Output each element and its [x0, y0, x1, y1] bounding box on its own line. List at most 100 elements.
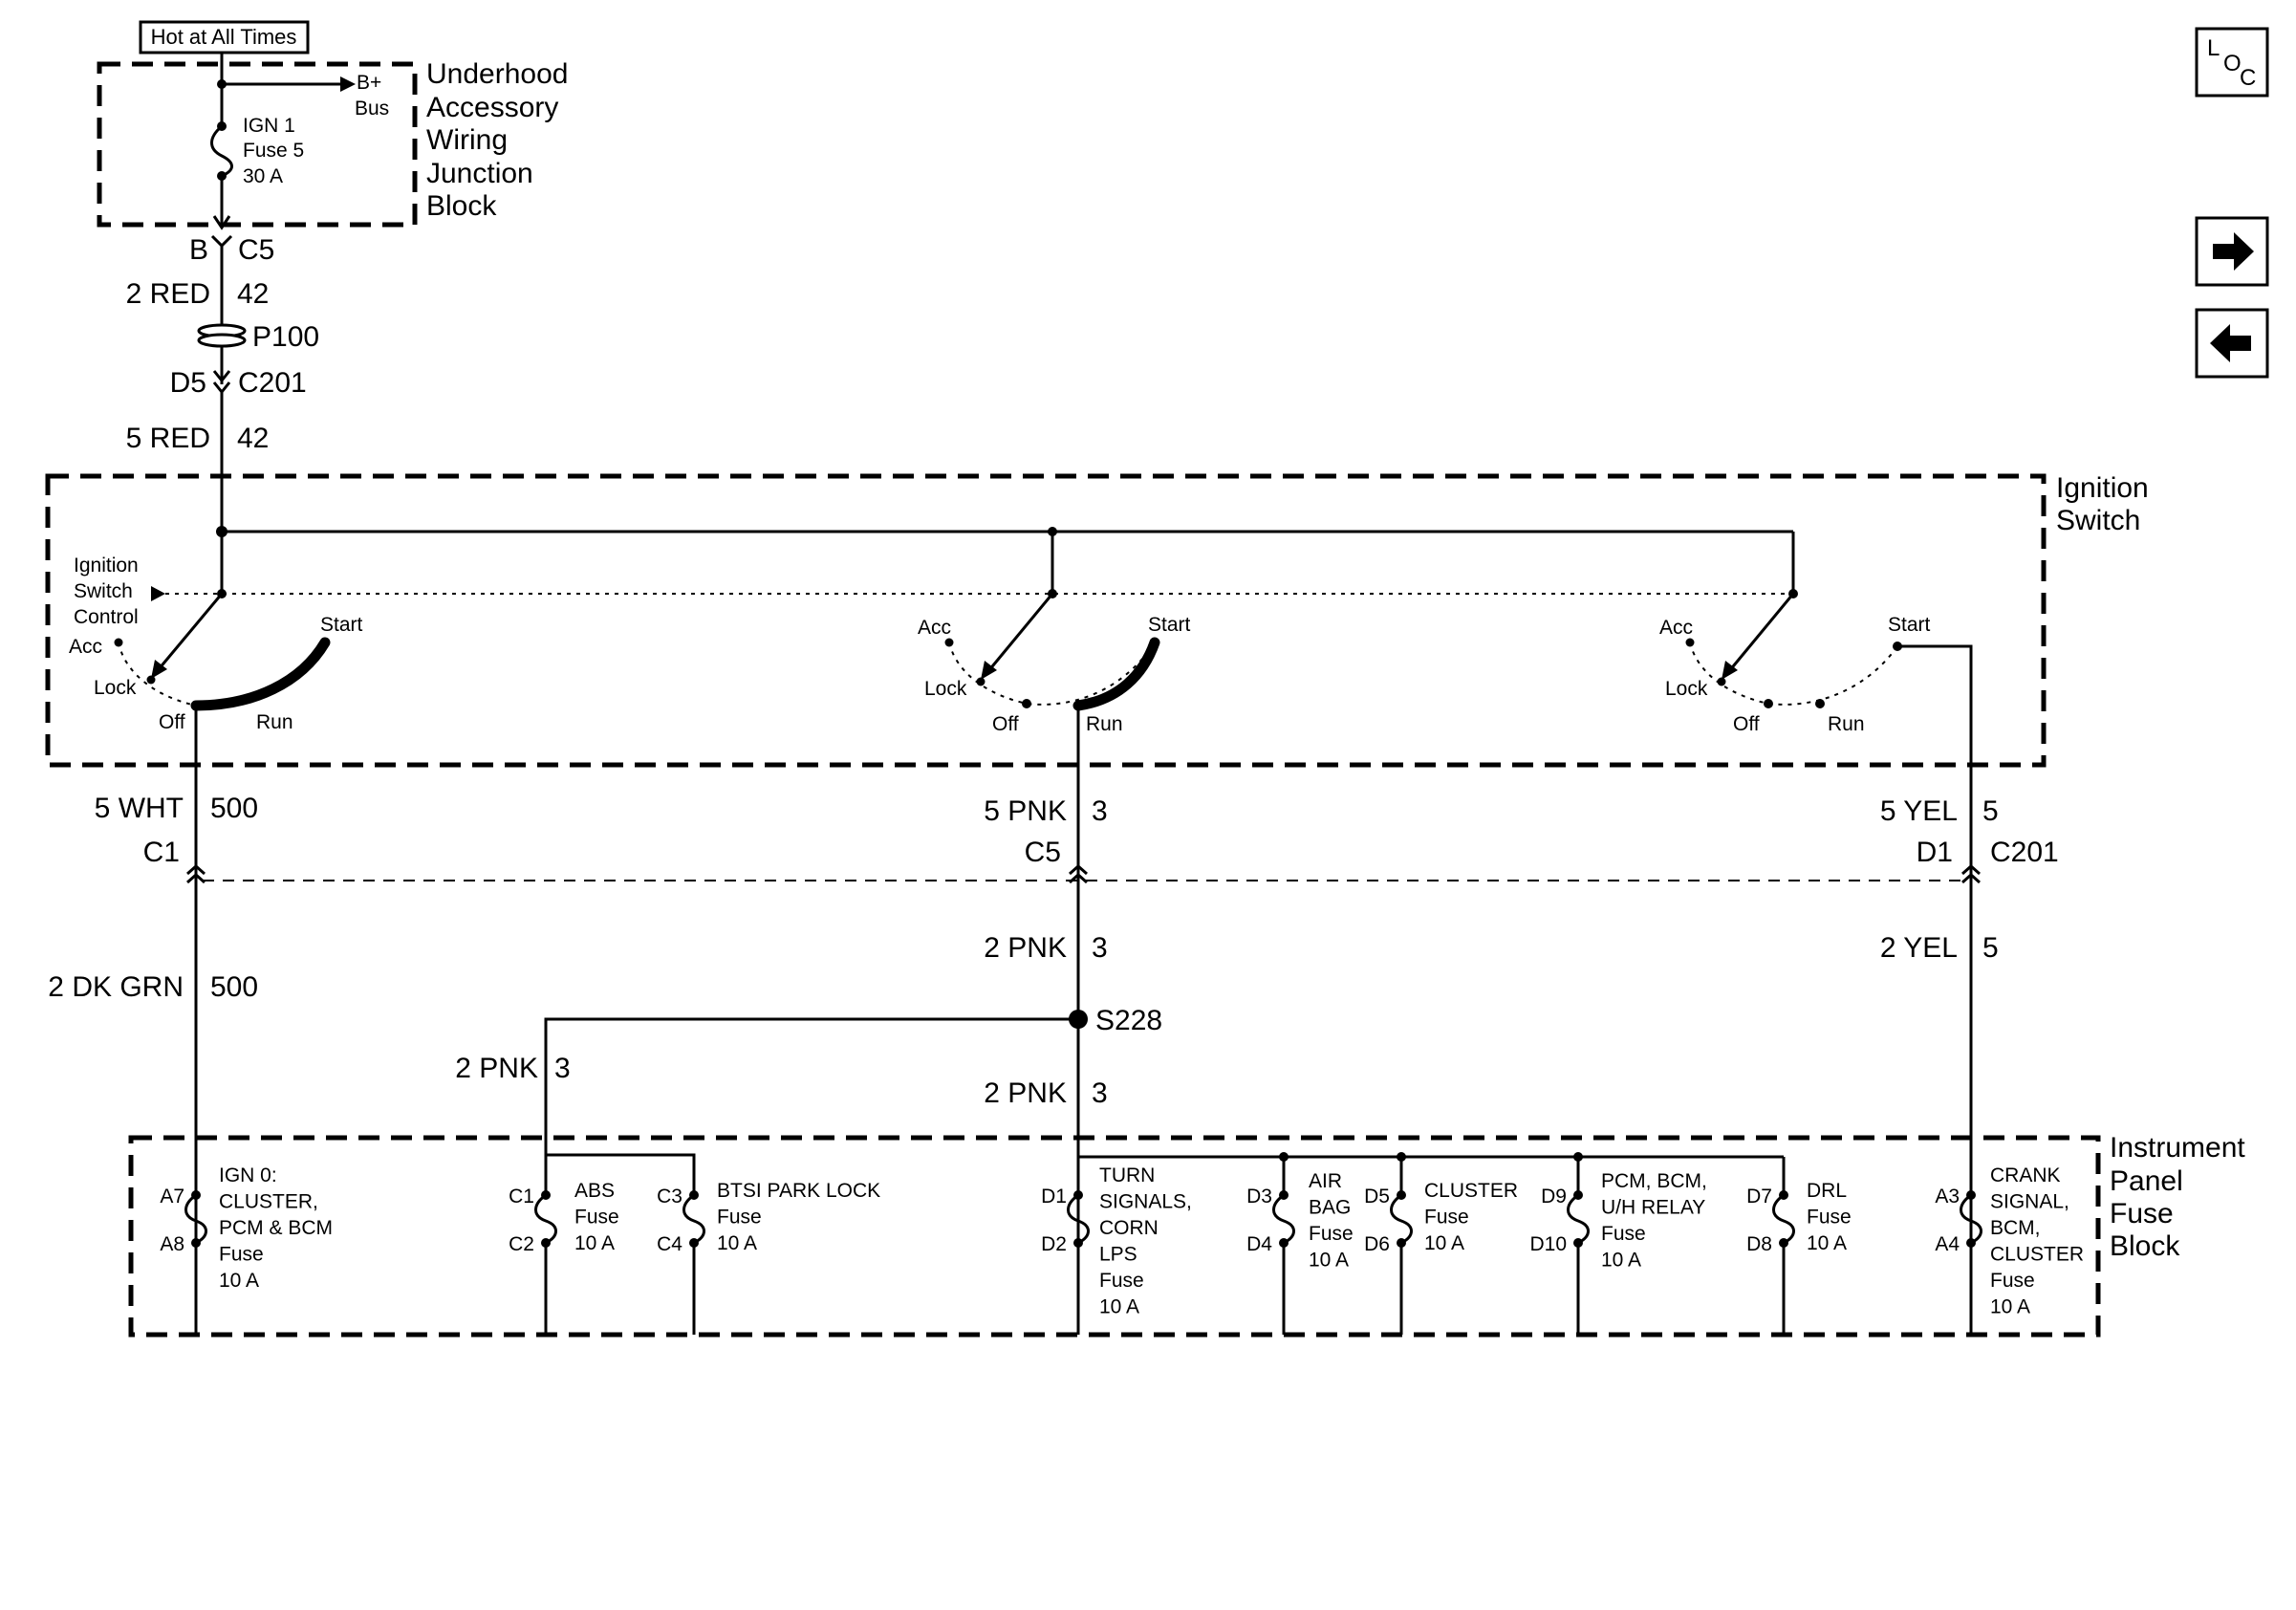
hot-at-all-times-box	[139, 20, 310, 54]
switch1-run-start-contact	[190, 637, 331, 711]
branch-2pnk-circuit: 3	[554, 1053, 571, 1084]
location-button[interactable]: L O C	[2195, 27, 2269, 98]
fuse-pin-top-label: D1	[1041, 1186, 1067, 1208]
wire-5pnk-circuit: 3	[1092, 795, 1108, 827]
fuse-block-title-4: Block	[2110, 1230, 2180, 1262]
connector-c201-symbol-a	[212, 370, 231, 383]
loc-letter-o: O	[2223, 51, 2242, 76]
fuse-label-line: 10 A	[219, 1270, 259, 1292]
switch1-run-label: Run	[256, 711, 293, 733]
fuse-label-line: Fuse	[574, 1207, 619, 1229]
p100-label: P100	[252, 321, 319, 353]
switch2-off-label: Off	[992, 713, 1019, 735]
ignition-switch-control-1: Ignition	[74, 555, 139, 577]
fuse5-label-3: 30 A	[243, 165, 283, 187]
switch2-start-label: Start	[1148, 614, 1191, 636]
arrow-right-icon	[2213, 232, 2254, 271]
connector-c5-label: C5	[238, 234, 274, 266]
bus-label: Bus	[355, 98, 389, 120]
connector-c201-lower-label: C201	[1990, 837, 2059, 868]
fuse-label-line: Fuse	[1309, 1223, 1354, 1245]
fuse-label-line: PCM & BCM	[219, 1217, 333, 1239]
fuse5-label-1: IGN 1	[243, 115, 295, 137]
fuse-label-line: Fuse	[1601, 1223, 1646, 1245]
abs-to-btsi-jumper	[544, 1138, 696, 1195]
fuse-5-symbol	[210, 124, 233, 178]
connector-c5-symbol	[210, 234, 233, 249]
fuse-label-line: AIR	[1309, 1170, 1342, 1192]
fuse-block-title-2: Panel	[2110, 1165, 2183, 1197]
wire-5yel-color: 5 YEL	[1880, 795, 1958, 827]
fuse-label-line: PCM, BCM,	[1601, 1170, 1707, 1192]
fuse-label-line: LPS	[1099, 1244, 1137, 1266]
underhood-title-5: Block	[426, 190, 497, 222]
fuse-pin-bottom-label: D10	[1529, 1233, 1567, 1255]
fuse-label-line: 10 A	[1601, 1250, 1641, 1272]
switch1-acc-label: Acc	[69, 636, 102, 658]
wire-2pnk-color: 2 PNK	[984, 932, 1067, 964]
switch3-acc-label: Acc	[1659, 617, 1693, 639]
ignition-switch-control-3: Control	[74, 606, 139, 628]
switch3-lock-contact	[1717, 677, 1726, 686]
fuse-pin-bottom-label: A8	[160, 1233, 184, 1255]
fuse-label-line: 10 A	[574, 1232, 615, 1254]
loc-letter-l: L	[2207, 35, 2220, 61]
fuse-label-line: CRANK	[1990, 1164, 2061, 1186]
fuse-label-line: 10 A	[1099, 1296, 1139, 1318]
ignition-switch-title-2: Switch	[2056, 505, 2140, 536]
down-2pnk-color: 2 PNK	[984, 1077, 1067, 1109]
fuse-label-line: Fuse	[1990, 1270, 2035, 1292]
switch3-start-label: Start	[1888, 614, 1931, 636]
wire-2yel-circuit: 5	[1982, 932, 1999, 964]
switch1-acc-contact	[114, 638, 123, 647]
fuse-label-line: DRL	[1807, 1180, 1847, 1202]
switch2-lock-label: Lock	[924, 678, 967, 700]
next-page-button[interactable]	[2195, 216, 2269, 287]
fuse-pin-bottom-label: C4	[657, 1233, 682, 1255]
fuse-label-line: Fuse	[1807, 1207, 1852, 1229]
fuse-label-line: CLUSTER,	[219, 1191, 318, 1213]
down-2pnk-circuit: 3	[1092, 1077, 1108, 1109]
underhood-title-1: Underhood	[426, 58, 568, 90]
wire-2red-color: 2 RED	[126, 278, 210, 310]
underhood-junction-block-border	[97, 61, 418, 228]
fuse-symbol	[184, 1193, 207, 1245]
switch2-run-start-contact	[1072, 637, 1160, 711]
fuse-pin-bottom-label: D4	[1246, 1233, 1272, 1255]
switch2-lock-contact	[976, 677, 986, 686]
wire-2pnk-circuit: 3	[1092, 932, 1108, 964]
connector-b-label: B	[189, 234, 208, 266]
ignition-switch-control-2: Switch	[74, 580, 133, 602]
switch3-lock-label: Lock	[1665, 678, 1708, 700]
switch3-start-output	[1897, 644, 1973, 878]
p100-pass-through-bottom	[197, 333, 247, 348]
fuse-label-line: U/H RELAY	[1601, 1197, 1705, 1219]
fuse-label-line: Fuse	[1099, 1270, 1144, 1292]
fuse-symbol	[1960, 1193, 1982, 1245]
fuse-symbol	[1567, 1193, 1590, 1245]
fuse-block-border	[128, 1135, 2101, 1338]
switch1-lock-contact	[146, 675, 156, 685]
loc-letter-c: C	[2240, 65, 2256, 91]
previous-page-button[interactable]	[2195, 308, 2269, 379]
wire-5yel-circuit: 5	[1982, 795, 1999, 827]
switch2-acc-contact	[944, 638, 954, 647]
fuse-label-line: IGN 0:	[219, 1164, 277, 1186]
switch2-run-label: Run	[1086, 713, 1123, 735]
fuse5-label-2: Fuse 5	[243, 140, 304, 162]
fuse-label-line: TURN	[1099, 1164, 1155, 1186]
fuse-pin-top-label: C1	[509, 1186, 534, 1208]
fuse-pin-bottom-label: D6	[1364, 1233, 1390, 1255]
hot-at-all-times-label: Hot at All Times	[151, 25, 297, 49]
switch2-arm-tip	[981, 661, 997, 680]
ignition-switch-border	[45, 473, 2047, 768]
fuse-label-line: Fuse	[717, 1207, 762, 1229]
fuse-block-title-1: Instrument	[2110, 1132, 2245, 1164]
switch3-contact-arm	[1727, 593, 1795, 672]
connector-c201-lower-symbol	[1961, 863, 1981, 884]
